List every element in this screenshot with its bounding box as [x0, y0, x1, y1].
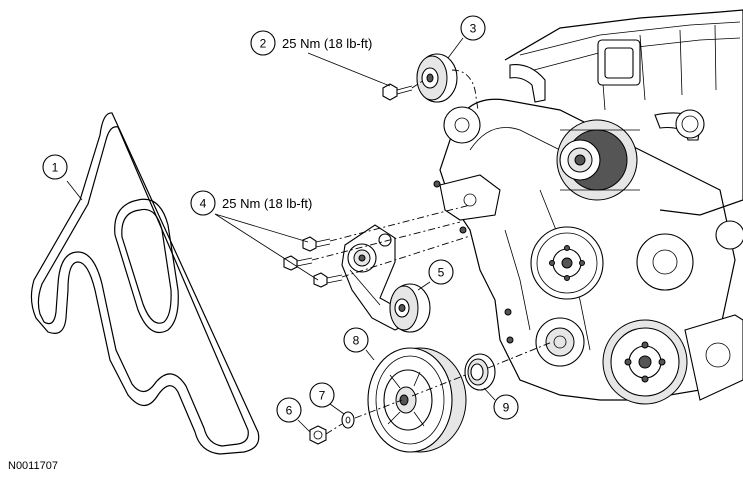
leader-lines	[66, 37, 496, 433]
callout-9-number: 9	[503, 401, 510, 415]
drive-belt-illustration	[30, 112, 260, 455]
callout-3: 3	[460, 15, 486, 41]
callout-1: 1	[42, 154, 68, 180]
callout-1-number: 1	[52, 161, 59, 175]
callout-4-number: 4	[200, 197, 207, 211]
engine-block-illustration	[433, 9, 743, 405]
callout-5: 5	[428, 259, 454, 285]
water-pump-pulley-illustration	[530, 226, 604, 300]
callout-6-number: 6	[286, 404, 293, 418]
crankshaft-pulley-illustration	[367, 347, 467, 453]
crank-bolt-6-illustration	[309, 425, 327, 445]
callout-7-number: 7	[319, 389, 326, 403]
callout-4: 4 25 Nm (18 lb-ft)	[190, 190, 312, 216]
callout-6: 6	[276, 397, 302, 423]
callout-2: 2 25 Nm (18 lb-ft)	[250, 30, 372, 56]
callout-8-number: 8	[353, 334, 360, 348]
callout-4-torque: 25 Nm (18 lb-ft)	[222, 196, 312, 211]
callout-8: 8	[343, 327, 369, 353]
generator-illustration	[556, 119, 640, 201]
figure-id: N0011707	[8, 460, 58, 472]
front-seal-illustration	[464, 353, 496, 391]
idler-pulley-upper-illustration	[416, 53, 458, 103]
callout-2-number: 2	[260, 37, 267, 51]
power-steering-pulley-illustration	[602, 314, 743, 405]
bolts-4-illustration	[283, 236, 343, 288]
callout-2-torque: 25 Nm (18 lb-ft)	[282, 36, 372, 51]
callout-7: 7	[309, 382, 335, 408]
callout-9: 9	[493, 394, 519, 420]
washer-7-illustration	[341, 411, 355, 429]
idler-pulley-lower-illustration	[389, 283, 431, 333]
callout-5-number: 5	[438, 266, 445, 280]
bolt-2-illustration	[382, 83, 413, 101]
callout-3-number: 3	[470, 22, 477, 36]
tensioner-illustration	[341, 224, 406, 331]
